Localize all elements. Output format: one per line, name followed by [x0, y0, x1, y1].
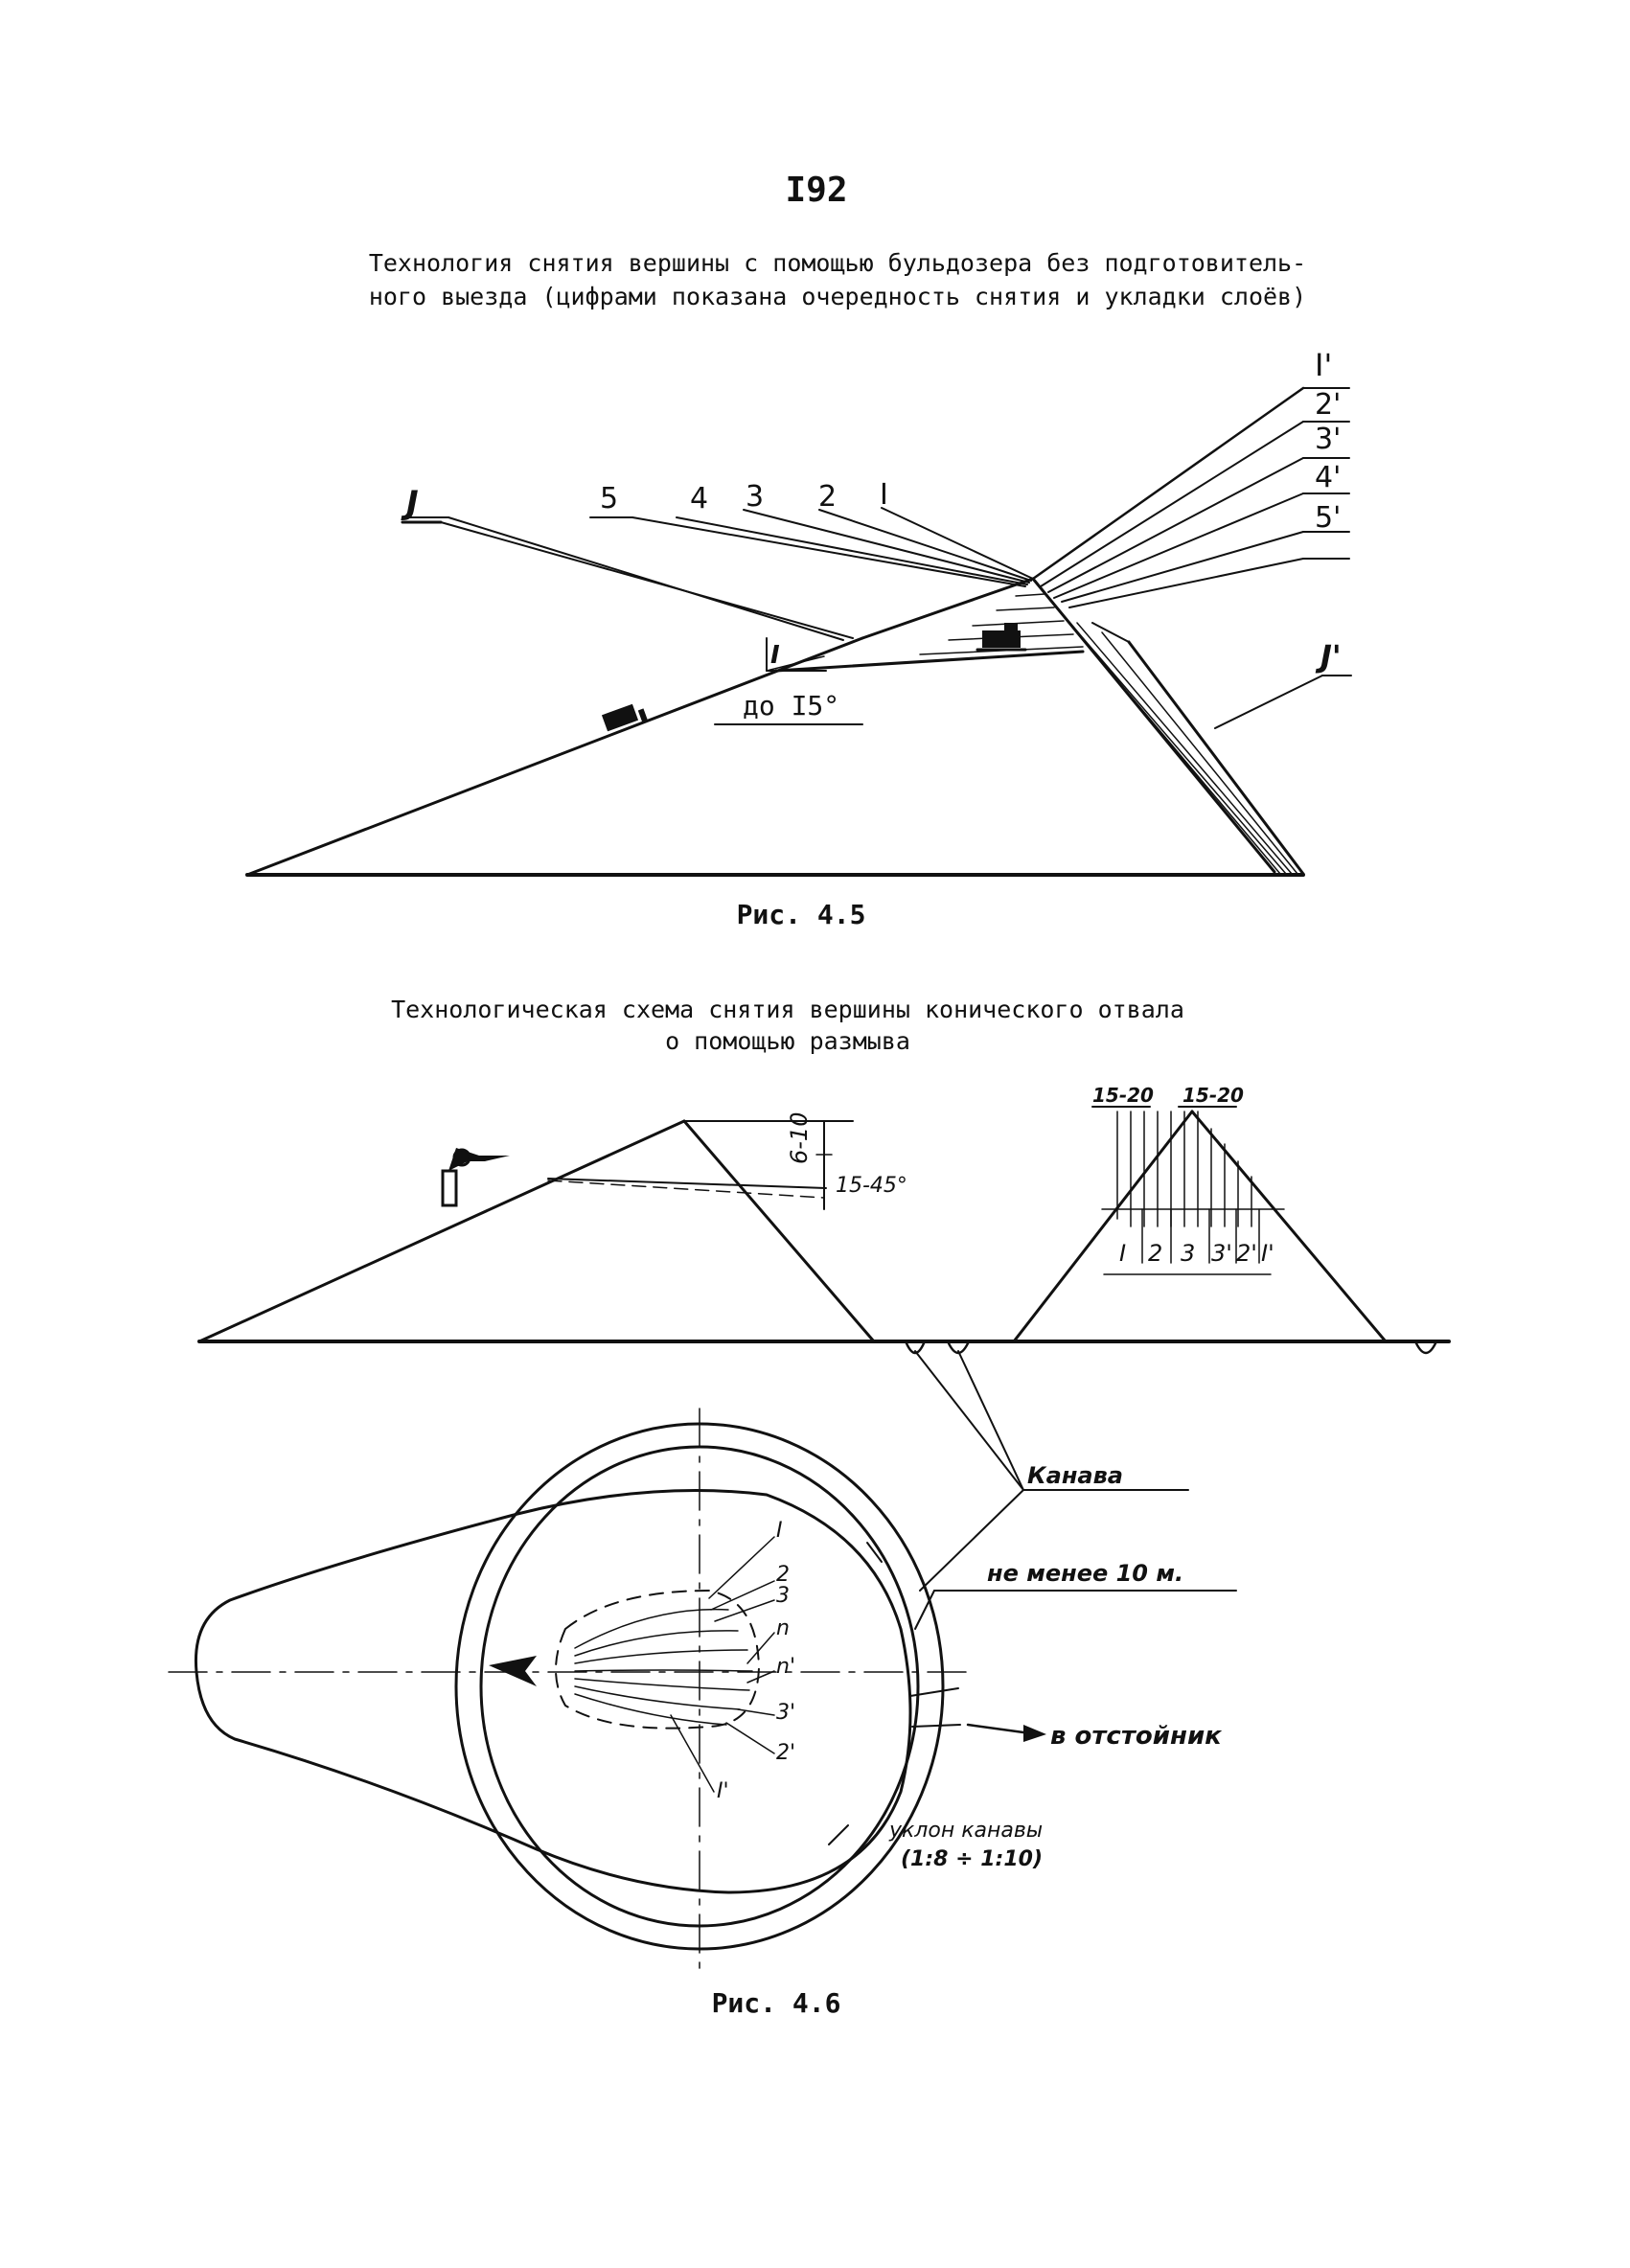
page-number: I92: [785, 171, 847, 210]
section-label-2p: 2': [1236, 1240, 1257, 1267]
fig46-title-line1: Технологическая схема снятия вершины кон…: [391, 996, 1184, 1023]
removal-label-2: 2: [818, 480, 837, 514]
fig45-title-line1: Технология снятия вершины с помощью буль…: [369, 249, 1306, 277]
plan-flow-lines: [574, 1608, 753, 1726]
figure-4-6-plan: [168, 1350, 1237, 1975]
excavator-icon: [601, 703, 649, 732]
section-vertical-cuts: [1116, 1111, 1252, 1227]
section-top-left: 15-20: [1092, 1084, 1154, 1107]
distance-label: не менее 10 м.: [987, 1560, 1183, 1587]
placement-label-5: 5': [1315, 501, 1341, 535]
label-j: J: [401, 484, 419, 522]
figure-4-6-profile: [197, 1106, 1451, 1355]
height-label: 6-10: [786, 1112, 813, 1164]
fig45-caption: Рис. 4.5: [737, 899, 866, 930]
plan-label-2-prime: 2': [776, 1741, 795, 1765]
removal-label-5: 5: [600, 482, 618, 515]
removal-label-1: I: [880, 478, 888, 512]
label-j-prime: J': [1315, 638, 1342, 675]
angle-label: 15-45°: [836, 1174, 907, 1198]
section-top-right: 15-20: [1182, 1084, 1244, 1107]
removal-label-4: 4: [690, 482, 708, 515]
fig46-caption: Рис. 4.6: [712, 1987, 841, 2019]
slope-marker: I: [770, 641, 780, 670]
plan-label-1: I: [776, 1519, 783, 1543]
placement-label-3: 3': [1315, 423, 1341, 456]
plan-label-3: 3: [776, 1584, 790, 1608]
plan-label-2: 2: [776, 1563, 790, 1587]
slope-label-line1: уклон канавы: [888, 1819, 1043, 1843]
placement-label-4: 4': [1315, 461, 1341, 494]
section-label-3: 3: [1181, 1240, 1195, 1267]
figure-4-5-diagram: [245, 386, 1352, 877]
plan-label-3-prime: 3': [776, 1701, 795, 1725]
slope-angle-label: до I5°: [743, 690, 839, 722]
fig46-title-line2: о помощью размыва: [665, 1027, 910, 1055]
section-label-1p: I': [1261, 1240, 1274, 1267]
section-label-1: I: [1119, 1240, 1126, 1267]
ditch-label: Канава: [1027, 1462, 1123, 1489]
slope-label-line2: (1:8 ÷ 1:10): [901, 1847, 1043, 1871]
section-label-3p: 3': [1211, 1240, 1232, 1267]
section-label-2: 2: [1148, 1240, 1162, 1267]
hydromonitor-icon: [441, 1148, 510, 1207]
fig45-title-line2: ного выезда (цифрами показана очередност…: [369, 283, 1306, 310]
placement-label-2: 2': [1315, 388, 1341, 422]
plan-label-n-prime: n': [776, 1655, 795, 1679]
removal-label-3: 3: [746, 480, 764, 514]
plan-label-n: n: [776, 1616, 790, 1640]
removal-layer-leaders: [409, 507, 1034, 641]
placement-label-1: I': [1315, 347, 1332, 383]
slope-angle-wedge: [714, 637, 863, 725]
settling-label: в отстойник: [1050, 1722, 1223, 1751]
plan-label-1-prime: I': [717, 1779, 729, 1803]
bulldozer-icon: [976, 623, 1027, 652]
placement-layer-leaders: [1031, 386, 1350, 608]
